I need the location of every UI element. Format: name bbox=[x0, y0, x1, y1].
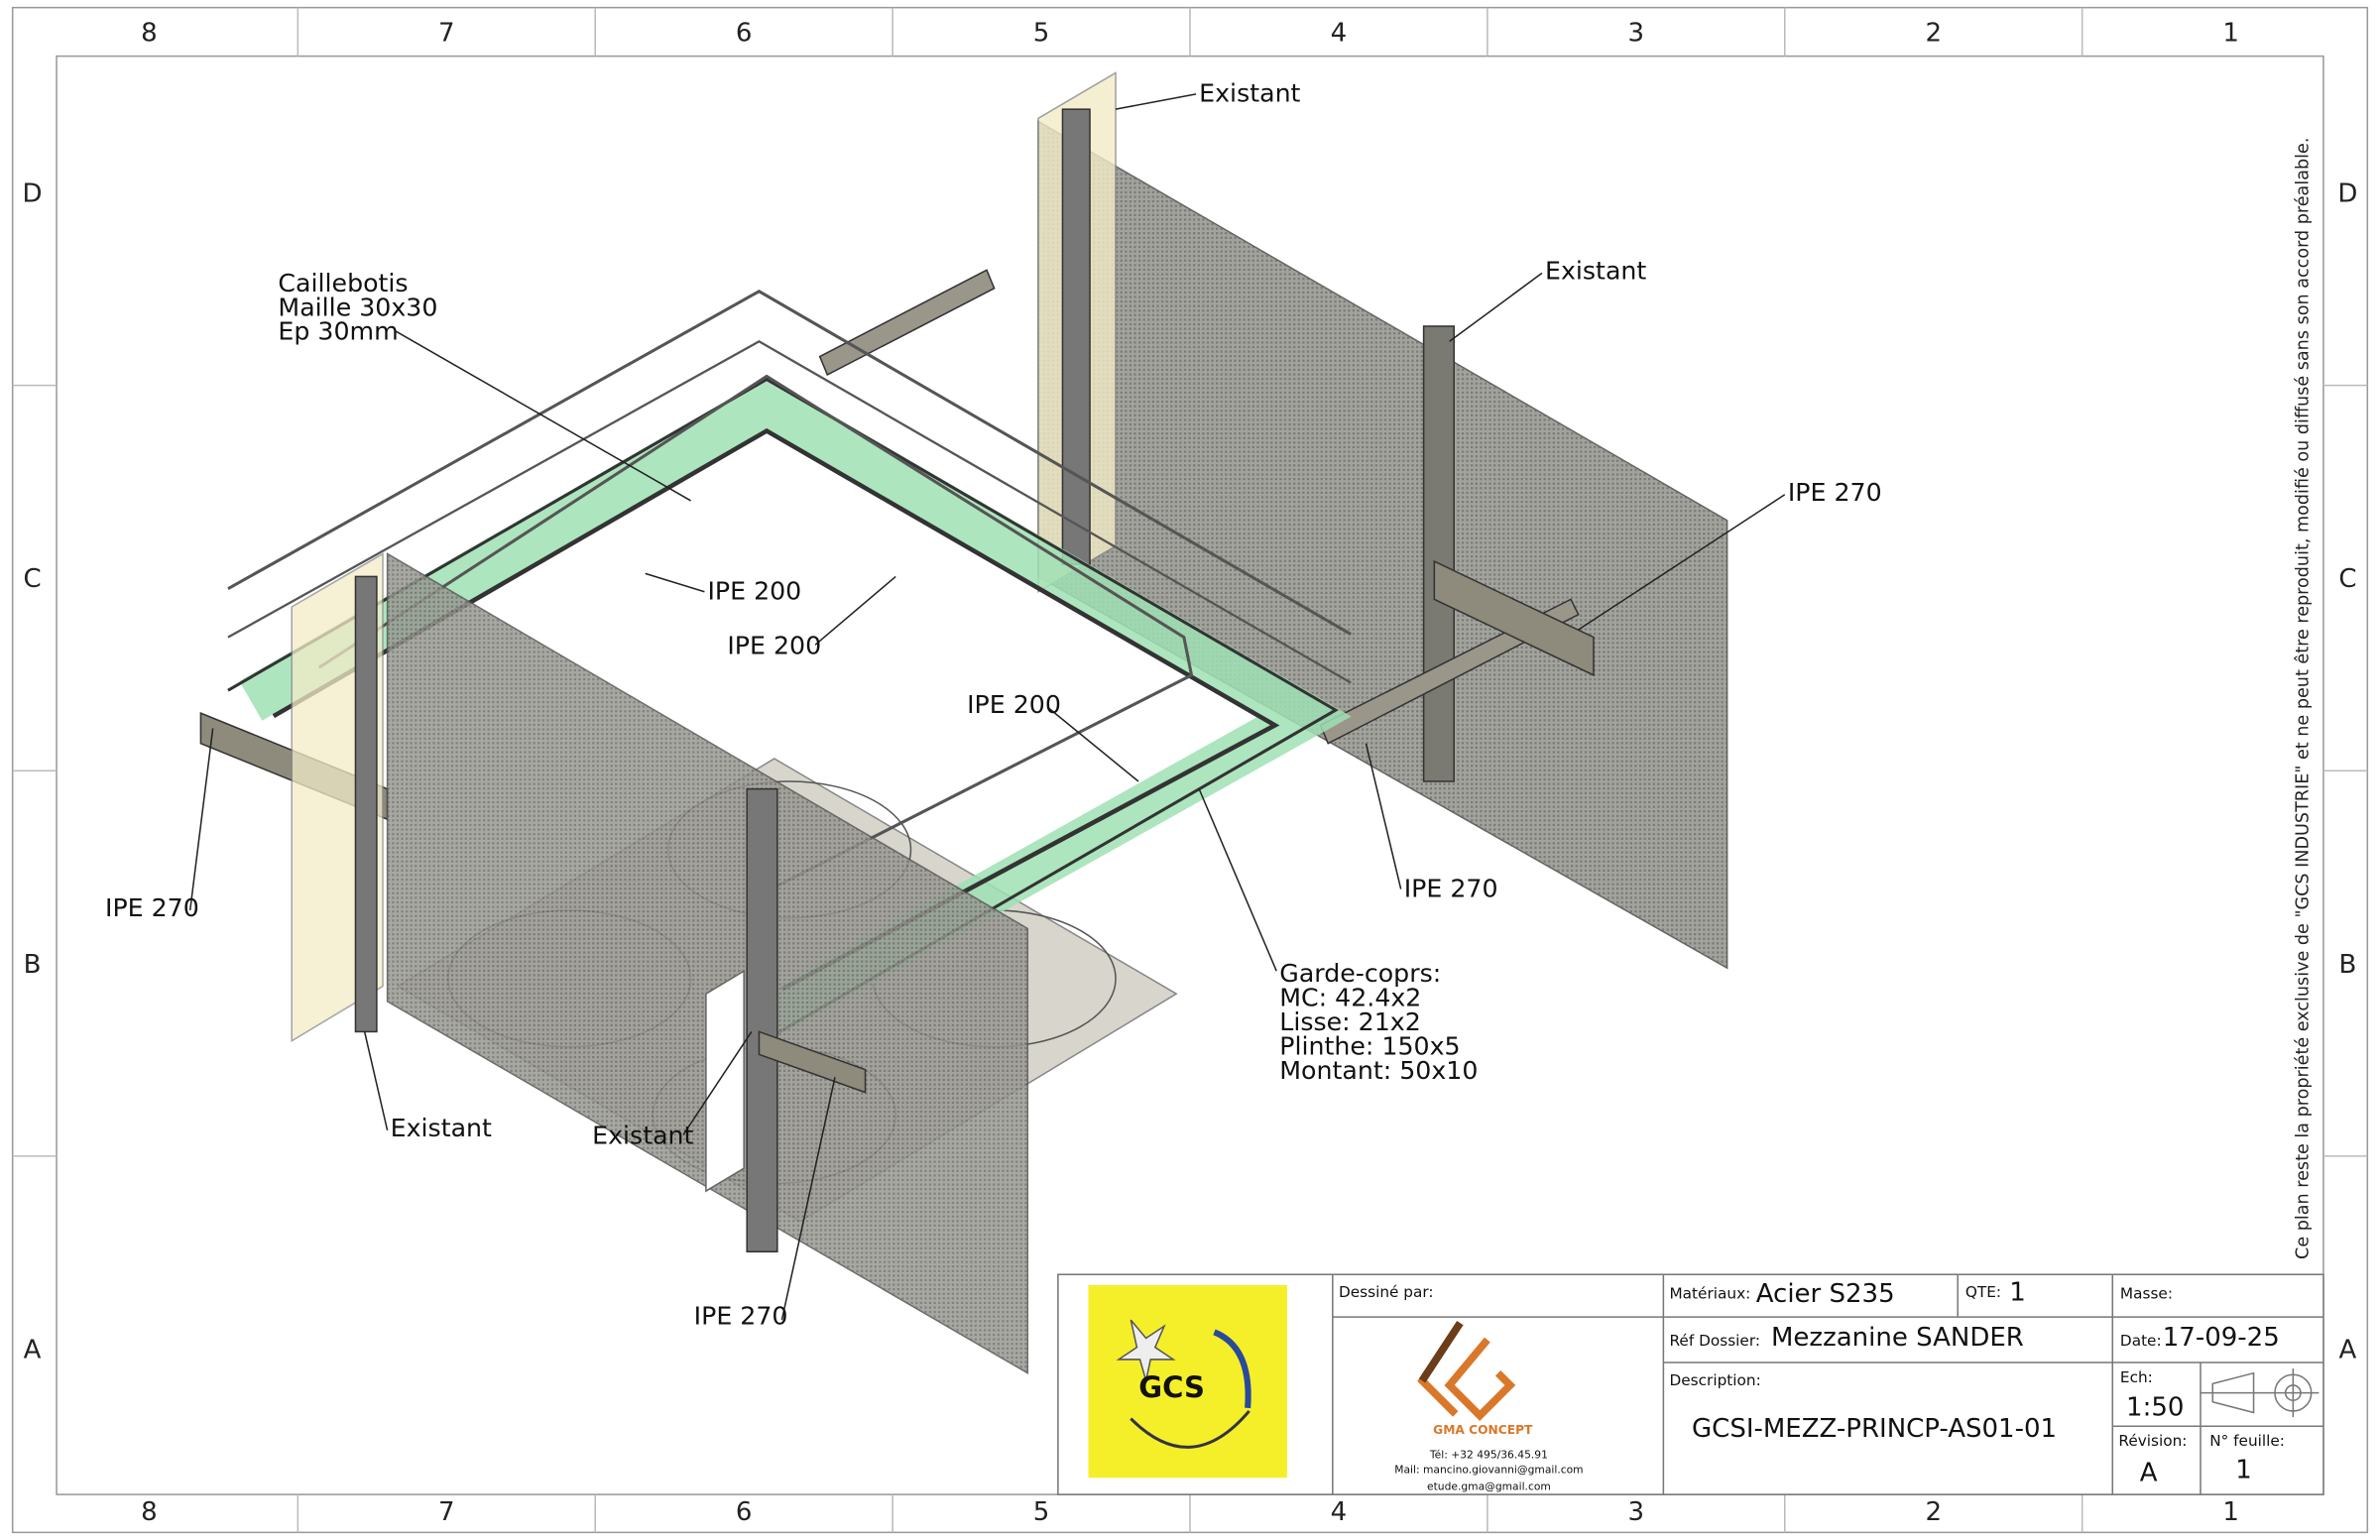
designer-tel: Tél: +32 495/36.45.91 bbox=[1429, 1448, 1548, 1461]
label-ipe270: IPE 270 bbox=[1788, 478, 1882, 507]
label-existant: Existant bbox=[1199, 79, 1300, 108]
label-garde-corps: Garde-coprs: bbox=[1279, 959, 1441, 988]
zone-col: 3 bbox=[1628, 18, 1645, 48]
existing-column-top bbox=[1061, 108, 1091, 565]
zone-col: 6 bbox=[736, 1497, 753, 1527]
existing-column-right bbox=[1422, 325, 1455, 782]
ref-value: Mezzanine SANDER bbox=[1771, 1323, 2024, 1353]
label-existant: Existant bbox=[1545, 257, 1646, 286]
sheet-label: N° feuille: bbox=[2209, 1432, 2285, 1450]
label-garde-corps: Lisse: 21x2 bbox=[1279, 1007, 1421, 1036]
material-value: Acier S235 bbox=[1756, 1279, 1895, 1309]
zone-col: 1 bbox=[2222, 1497, 2239, 1527]
date-value: 17-09-25 bbox=[2163, 1323, 2280, 1353]
beam-bracket-right bbox=[1433, 559, 1595, 677]
walkway-edge-outer bbox=[227, 377, 1339, 1041]
zone-row: A bbox=[2339, 1335, 2357, 1364]
zone-row: C bbox=[2338, 564, 2356, 594]
label-ipe200: IPE 200 bbox=[727, 631, 821, 659]
guardrail-top bbox=[227, 290, 1352, 636]
title-block: GCS GMA CONCEPT Dessiné par: Tél: +32 49… bbox=[1057, 1273, 2324, 1495]
label-caillebotis: Maille 30x30 bbox=[278, 293, 437, 321]
sheet-value: 1 bbox=[2235, 1455, 2252, 1484]
zone-col: 1 bbox=[2222, 18, 2239, 48]
date-label: Date: bbox=[2120, 1332, 2162, 1350]
zone-col: 7 bbox=[438, 18, 455, 48]
guardrail-mid bbox=[227, 339, 1352, 684]
zone-col: 3 bbox=[1628, 1497, 1645, 1527]
qty-value: 1 bbox=[2009, 1277, 2026, 1307]
zone-col: 4 bbox=[1331, 18, 1348, 48]
zone-col: 7 bbox=[438, 1497, 455, 1527]
existing-column-center bbox=[746, 787, 778, 1253]
drawn-by-label: Dessiné par: bbox=[1339, 1283, 1434, 1301]
zone-col: 2 bbox=[1925, 18, 1942, 48]
label-existant: Existant bbox=[391, 1114, 492, 1142]
zone-col: 2 bbox=[1925, 1497, 1942, 1527]
label-garde-corps: MC: 42.4x2 bbox=[1279, 983, 1421, 1011]
ref-label: Réf Dossier: bbox=[1669, 1332, 1760, 1350]
label-caillebotis: Ep 30mm bbox=[278, 317, 398, 346]
zone-col: 8 bbox=[141, 18, 158, 48]
beam-top bbox=[818, 269, 996, 376]
zone-col: 4 bbox=[1331, 1497, 1348, 1527]
zone-col: 5 bbox=[1033, 1497, 1050, 1527]
existing-wall-right bbox=[1037, 120, 1728, 970]
label-ipe200: IPE 200 bbox=[967, 690, 1061, 719]
designer-mail2: etude.gma@gmail.com bbox=[1427, 1481, 1551, 1493]
leader-lines bbox=[188, 93, 1786, 1321]
description-label: Description: bbox=[1669, 1371, 1760, 1389]
existing-panel-center bbox=[705, 969, 745, 1193]
label-ipe270: IPE 270 bbox=[105, 893, 199, 922]
scale-label: Ech: bbox=[2120, 1368, 2153, 1386]
zone-col: 8 bbox=[141, 1497, 158, 1527]
label-ipe270: IPE 270 bbox=[694, 1302, 788, 1331]
label-existant: Existant bbox=[592, 1122, 693, 1150]
scale-value: 1:50 bbox=[2126, 1393, 2184, 1423]
label-garde-corps: Plinthe: 150x5 bbox=[1279, 1031, 1460, 1060]
projection-symbol-icon bbox=[2201, 1368, 2320, 1418]
copyright-note: Ce plan reste la propriété exclusive de … bbox=[2294, 138, 2314, 1259]
gcs-logo: GCS bbox=[1088, 1284, 1287, 1479]
mezzanine-model bbox=[199, 71, 1728, 1375]
description-value: GCSI-MEZZ-PRINCP-AS01-01 bbox=[1692, 1414, 2057, 1444]
zone-row: D bbox=[2337, 178, 2357, 208]
label-garde-corps: Montant: 50x10 bbox=[1279, 1056, 1478, 1085]
zone-col: 6 bbox=[736, 18, 753, 48]
existing-wall-left bbox=[386, 552, 1029, 1375]
zone-row: A bbox=[24, 1335, 42, 1364]
beam-ipe270-bottom bbox=[758, 1030, 867, 1094]
zone-row: D bbox=[23, 178, 43, 208]
grating-walkway bbox=[239, 377, 1352, 1034]
existing-column-left bbox=[354, 575, 378, 1033]
zone-dividers bbox=[12, 7, 2368, 1533]
gma-name: GMA CONCEPT bbox=[1433, 1423, 1533, 1437]
zone-row: C bbox=[23, 564, 41, 594]
zone-row: B bbox=[24, 950, 42, 980]
zone-col: 5 bbox=[1033, 18, 1050, 48]
material-label: Matériaux: bbox=[1669, 1285, 1750, 1303]
mass-label: Masse: bbox=[2120, 1285, 2173, 1303]
revision-label: Révision: bbox=[2118, 1432, 2187, 1450]
designer-mail: Mail: mancino.giovanni@gmail.com bbox=[1394, 1464, 1583, 1477]
label-ipe270: IPE 270 bbox=[1404, 874, 1498, 902]
walkway-edge-inner bbox=[272, 427, 1280, 992]
qty-label: QTE: bbox=[1965, 1283, 2001, 1301]
guardrail-inner bbox=[317, 374, 1194, 897]
label-caillebotis: Caillebotis bbox=[278, 269, 408, 297]
label-ipe200: IPE 200 bbox=[707, 576, 801, 605]
zone-labels: 8 7 6 5 4 3 2 1 8 7 6 5 4 3 2 1 D C B A … bbox=[23, 18, 2358, 1527]
gma-concept-logo: GMA CONCEPT bbox=[1417, 1321, 1533, 1437]
zone-row: B bbox=[2339, 950, 2357, 980]
svg-text:GCS: GCS bbox=[1138, 1370, 1205, 1404]
annotations: Existant Existant Caillebotis Maille 30x… bbox=[105, 79, 1882, 1331]
revision-value: A bbox=[2140, 1458, 2158, 1487]
